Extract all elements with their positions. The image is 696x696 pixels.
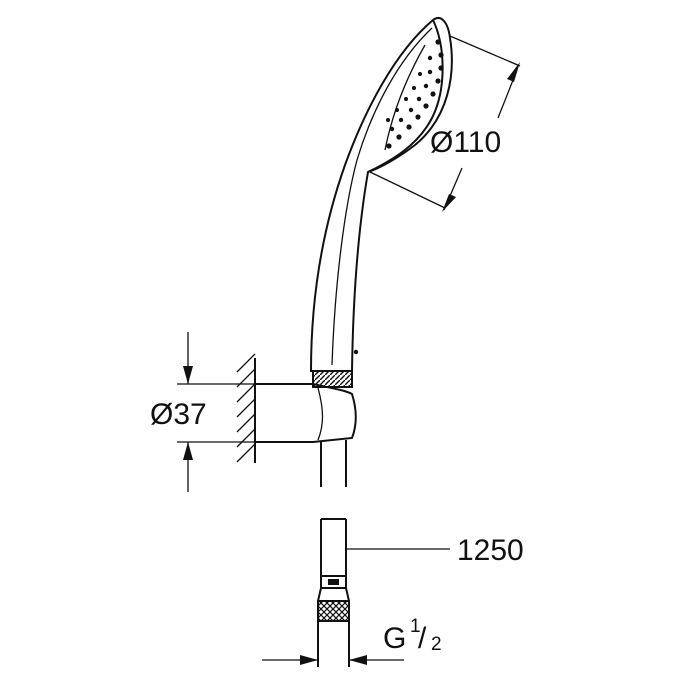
thread-label-slash: / — [418, 622, 427, 655]
handle-grip-ring — [312, 370, 353, 388]
thread-label-main: G — [383, 622, 406, 655]
holder-body — [255, 383, 357, 443]
head-diameter-label: Ø110 — [430, 126, 501, 159]
holder-seam — [317, 387, 324, 441]
wall-holder — [236, 353, 357, 487]
handle-contour-line-2 — [384, 44, 426, 151]
dimension-holder-diameter: Ø37 — [150, 332, 255, 492]
hose-nut — [317, 600, 350, 622]
dimension-hose-length: 1250 — [346, 534, 524, 567]
dimension-thread: G 1 / 2 — [262, 616, 442, 665]
dimension-head-diameter: Ø110 — [369, 35, 521, 212]
hose-lower — [317, 518, 350, 667]
shower-head-face-rim — [367, 19, 444, 173]
ferrule-slot — [328, 579, 339, 585]
shower-head-outline — [309, 17, 453, 372]
hose-length-label: 1250 — [457, 534, 524, 567]
thread-label-denominator: 2 — [431, 634, 442, 655]
wall-hatching — [236, 353, 256, 463]
hand-shower — [309, 17, 453, 388]
holder-diameter-label: Ø37 — [150, 398, 207, 431]
spray-nozzles — [353, 39, 444, 355]
thread-label-numerator: 1 — [410, 616, 421, 637]
handle-contour-line — [331, 27, 433, 366]
